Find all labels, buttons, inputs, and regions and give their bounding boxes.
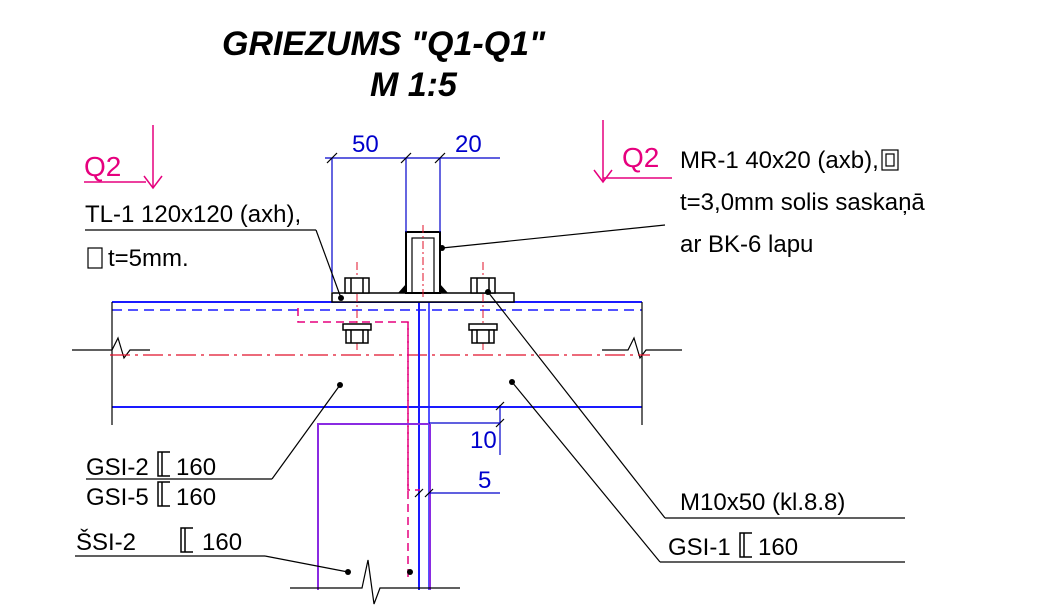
label-gsi1: GSI-1 bbox=[668, 534, 731, 561]
rect-tube-icon bbox=[881, 149, 899, 171]
bolt-left bbox=[342, 262, 372, 352]
dim-10: 10 bbox=[470, 427, 497, 454]
section-mark-right: Q2 bbox=[593, 120, 672, 184]
label-mr1-line3: ar BK-6 lapu bbox=[680, 231, 813, 258]
dim-5: 5 bbox=[478, 467, 491, 494]
label-gsi2-size: 160 bbox=[176, 454, 216, 481]
label-gsi1-size: 160 bbox=[758, 534, 798, 561]
beam-break-lines bbox=[72, 336, 682, 360]
dim-20: 20 bbox=[455, 131, 482, 158]
svg-text:Q2: Q2 bbox=[622, 142, 659, 173]
label-mr1-line1: MR-1 40x20 (axb), bbox=[680, 147, 879, 174]
leader-dots bbox=[337, 245, 515, 575]
drawing-title: GRIEZUMS "Q1-Q1" bbox=[222, 25, 546, 63]
channel-icon bbox=[157, 481, 170, 507]
purlin-outline bbox=[317, 423, 431, 590]
section-mark-left: Q2 bbox=[84, 125, 163, 190]
tube-mr1 bbox=[398, 225, 448, 300]
dim-50: 50 bbox=[352, 131, 379, 158]
label-mr1-line2: t=3,0mm solis saskaņā bbox=[680, 189, 925, 216]
channel-icon bbox=[157, 451, 170, 477]
dimension-lines bbox=[325, 152, 505, 498]
label-gsi5-size: 160 bbox=[176, 484, 216, 511]
channel-icon bbox=[180, 527, 193, 553]
label-gsi5: GSI-5 bbox=[86, 484, 149, 511]
column-break-line bbox=[290, 559, 460, 605]
drawing-scale: M 1:5 bbox=[370, 66, 458, 104]
label-bolt: M10x50 (kl.8.8) bbox=[680, 489, 845, 516]
leaders bbox=[75, 224, 905, 573]
label-tl1-line2: t=5mm. bbox=[108, 245, 189, 272]
bolt-right bbox=[468, 262, 498, 352]
label-ssi2: ŠSI-2 bbox=[76, 528, 136, 556]
horizontal-beam bbox=[111, 301, 643, 425]
label-ssi2-size: 160 bbox=[202, 529, 242, 556]
svg-text:Q2: Q2 bbox=[84, 151, 121, 182]
hollow-section-icon bbox=[87, 247, 103, 269]
label-tl1-line1: TL-1 120x120 (axh), bbox=[85, 201, 301, 228]
channel-icon bbox=[739, 532, 752, 558]
label-gsi2: GSI-2 bbox=[86, 454, 149, 481]
